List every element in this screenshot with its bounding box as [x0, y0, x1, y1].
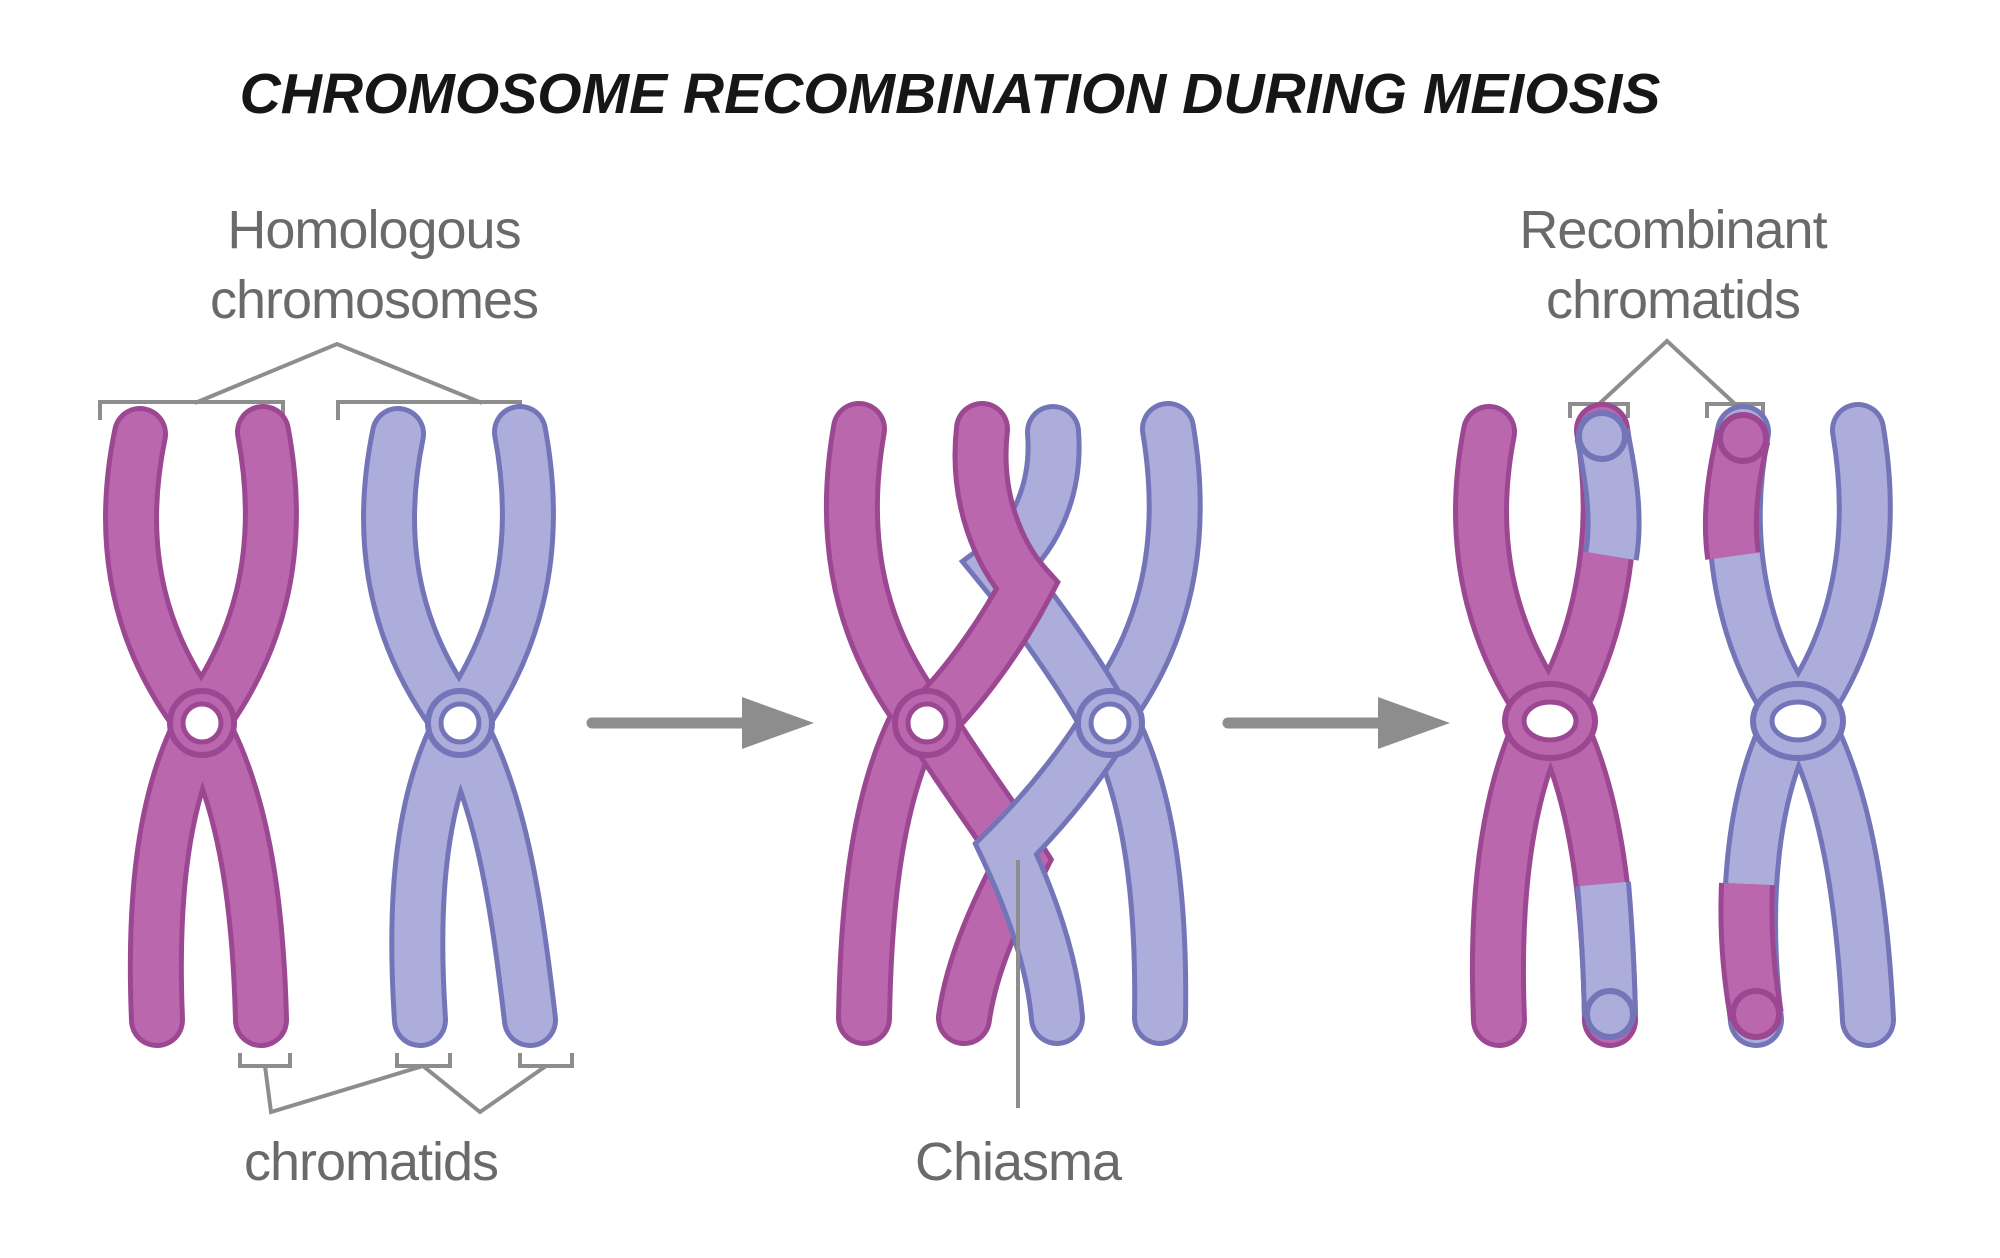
chromatid-pink-inner-upper	[911, 406, 1055, 739]
recombinant-label-line1: Recombinant	[1519, 200, 1827, 260]
chromatids-connector-line	[263, 1063, 548, 1115]
chromosome-pink	[103, 404, 299, 1048]
recombinant-pink-tip-top	[1702, 412, 1771, 560]
bracket-recombinant-2	[1705, 402, 1765, 418]
chromosome-purple	[361, 404, 558, 1048]
arrow-right-icon	[586, 697, 814, 749]
chromosome-recombinant-pink	[1453, 402, 1642, 1048]
recombinant-connector-line	[1597, 338, 1737, 406]
bracket-chromosome-1	[98, 400, 285, 420]
recombinant-pink-tip-bottom	[1718, 882, 1784, 1040]
stage-homologous-pair: Homologous chromosomes chroma	[98, 200, 574, 1192]
diagram-title: CHROMOSOME RECOMBINATION DURING MEIOSIS	[240, 62, 1661, 126]
chromatids-label: chromatids	[244, 1132, 498, 1192]
recombinant-label-line2: chromatids	[1546, 270, 1800, 330]
recombinant-purple-tip-top	[1574, 410, 1642, 561]
homologous-label-line1: Homologous	[227, 200, 520, 260]
bracket-chromatid-3	[518, 1053, 574, 1068]
homologous-connector-line	[194, 341, 483, 405]
stage-crossing-over: Chiasma	[823, 401, 1203, 1192]
chromatid-purple-inner-lower	[978, 711, 1123, 1041]
stage-recombinant: Recombinant chromatids	[1453, 200, 1896, 1048]
chromosome-recombinant-purple	[1702, 402, 1896, 1048]
arrow-right-icon	[1222, 697, 1450, 749]
recombinant-purple-tip-bottom	[1575, 881, 1638, 1040]
bracket-chromosome-2	[336, 400, 522, 420]
bracket-chromatid-1	[238, 1053, 292, 1068]
chiasma-label: Chiasma	[915, 1132, 1123, 1192]
homologous-label-line2: chromosomes	[210, 270, 538, 330]
